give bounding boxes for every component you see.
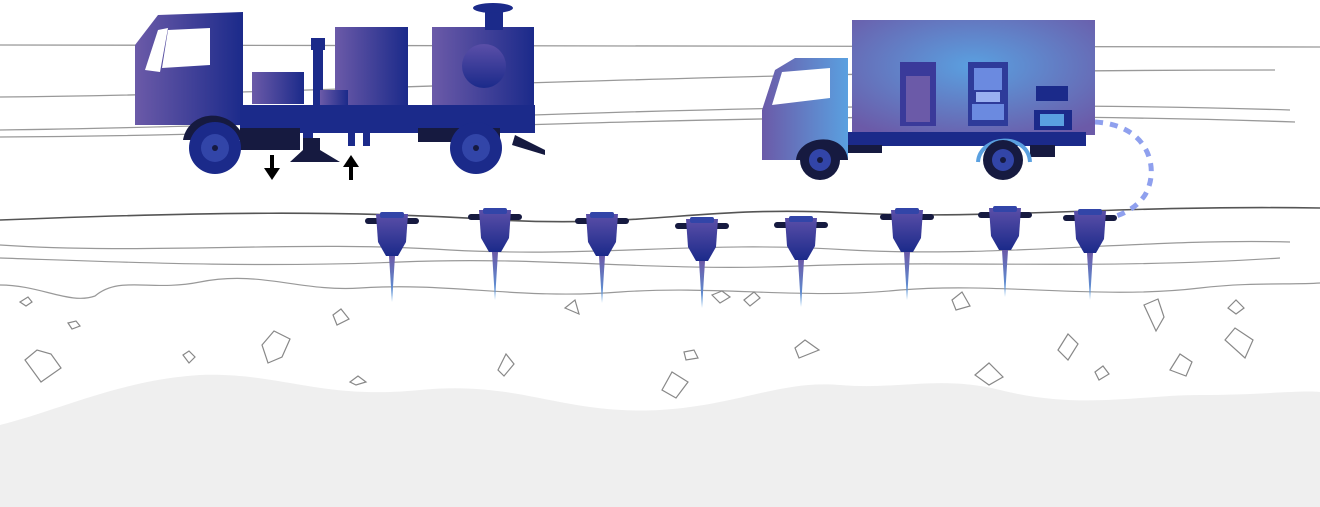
geophone <box>774 216 828 307</box>
geophone <box>978 206 1032 297</box>
geophone-array <box>365 206 1117 308</box>
geophone <box>675 217 729 308</box>
rocks <box>18 290 1254 399</box>
ground-fill <box>0 374 1320 507</box>
geophone <box>468 208 522 300</box>
geophone <box>1063 209 1117 300</box>
arrow-down-icon <box>264 155 280 180</box>
geophone <box>365 212 419 302</box>
recording-truck <box>762 20 1095 180</box>
vibroseis-truck <box>135 3 545 180</box>
arrow-up-icon <box>343 155 359 180</box>
geophone <box>880 208 934 300</box>
recording-cable <box>1094 119 1154 221</box>
soil-layers <box>0 206 1320 299</box>
geophone <box>575 212 629 303</box>
